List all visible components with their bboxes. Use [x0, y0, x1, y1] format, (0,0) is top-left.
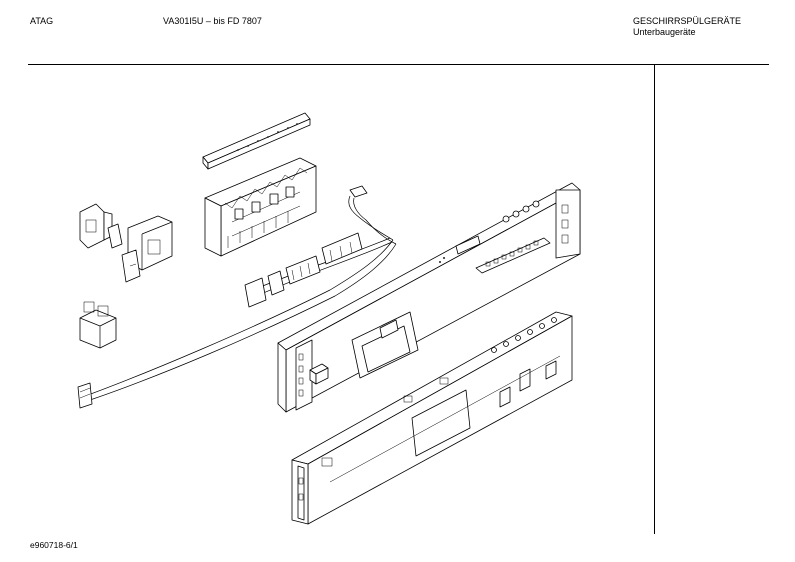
category-title: GESCHIRRSPÜLGERÄTE: [633, 16, 742, 26]
indicator-light-strip: [202, 112, 311, 170]
header-divider: [28, 64, 769, 65]
document-id: e960718-6/1: [30, 540, 78, 550]
door-handle: [351, 311, 419, 379]
relay-block: [79, 301, 117, 349]
door-switch-holder: [107, 223, 123, 249]
connector-plug-small: [348, 185, 368, 221]
display-lens-strip: [475, 237, 551, 274]
category-block: GESCHIRRSPÜLGERÄTE Unterbaugeräte: [633, 16, 741, 38]
electronic-control-module: [204, 157, 317, 257]
control-panel-carrier: [291, 311, 573, 525]
brand-name: ATAG: [30, 16, 54, 26]
door-switch-assembly: [121, 215, 173, 283]
cable-harness: [77, 217, 397, 409]
door-switch-cover: [79, 203, 113, 249]
position-column-divider: [654, 64, 655, 534]
push-button-cap: [309, 363, 329, 385]
category-subtitle: Unterbaugeräte: [633, 27, 696, 37]
model-title: VA301I5U – bis FD 7807: [163, 16, 262, 26]
